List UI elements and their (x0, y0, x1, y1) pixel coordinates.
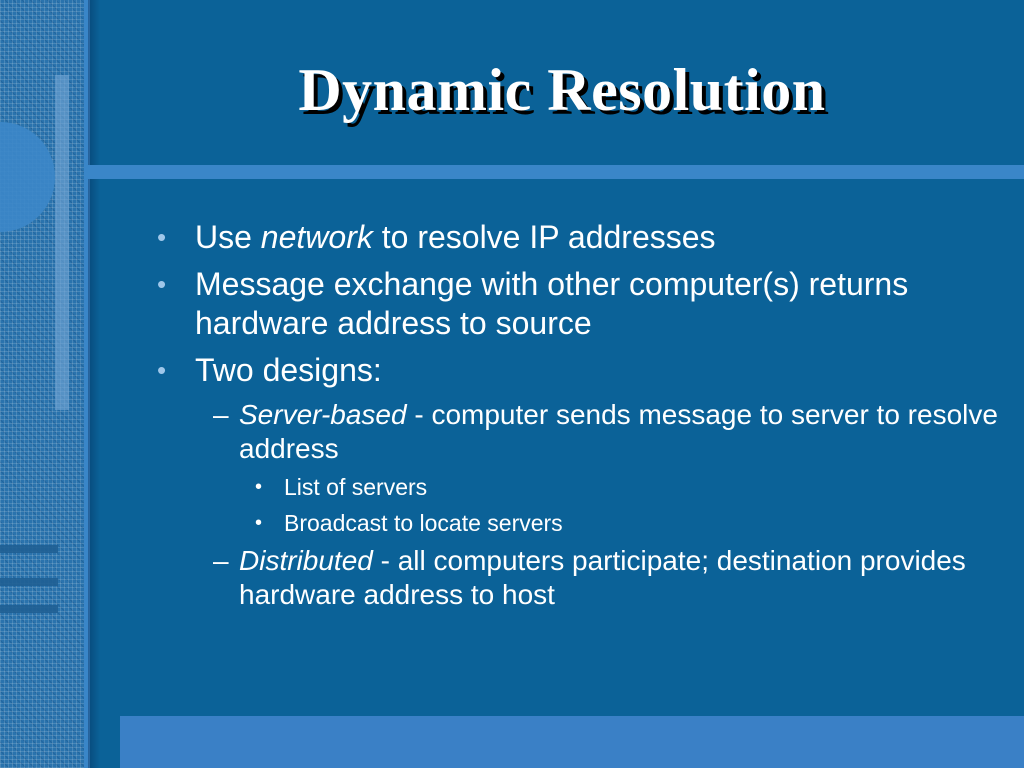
bullet-text: Two designs: (195, 352, 382, 388)
sub-bullet-text: - all computers participate; destination… (239, 545, 966, 610)
sub-bullet-item: –Server-based - computer sends message t… (150, 398, 1010, 466)
bullet-marker: • (157, 355, 167, 385)
sub-sub-bullet-item: • List of servers (150, 472, 1010, 502)
sub-bullet-emphasis: Distributed (239, 545, 373, 576)
bullet-item: • Two designs: (150, 351, 1010, 390)
footer-bar (120, 716, 1024, 768)
sub-sub-bullet-item: • Broadcast to locate servers (150, 508, 1010, 538)
title-divider (88, 165, 1024, 179)
side-strip-edge (84, 0, 90, 768)
decorative-horizontal-bar (0, 578, 58, 586)
bullet-text: to resolve IP addresses (372, 219, 716, 255)
decorative-side-strip (0, 0, 88, 768)
decorative-horizontal-bar (0, 545, 58, 553)
bullet-emphasis: network (260, 219, 373, 255)
decorative-horizontal-bar (0, 605, 58, 613)
bullet-marker: • (157, 269, 167, 299)
sub-bullet-marker: – (213, 399, 229, 430)
sub-bullet-marker: – (213, 545, 229, 576)
bullet-list: • Use network to resolve IP addresses • Me… (150, 218, 1010, 618)
sub-sub-bullet-marker: • (255, 512, 263, 534)
decorative-vertical-bar (55, 75, 69, 410)
slide-title: Dynamic Resolution (298, 57, 826, 123)
sub-sub-bullet-text: List of servers (284, 474, 428, 500)
bullet-item: • Message exchange with other computer(s)… (150, 265, 1010, 343)
sub-sub-bullet-text: Broadcast to locate servers (284, 510, 563, 536)
bullet-item: • Use network to resolve IP addresses (150, 218, 1010, 257)
bullet-marker: • (157, 222, 167, 252)
side-strip-shadow (88, 0, 100, 768)
sub-bullet-emphasis: Server-based (239, 399, 407, 430)
sub-sub-bullet-marker: • (255, 476, 263, 498)
bullet-text: Message exchange with other computer(s) … (195, 266, 909, 341)
sub-bullet-item: –Distributed - all computers participate… (150, 544, 1010, 612)
sub-bullet-text: - computer sends message to server to re… (239, 399, 998, 464)
bullet-text: Use (195, 219, 261, 255)
